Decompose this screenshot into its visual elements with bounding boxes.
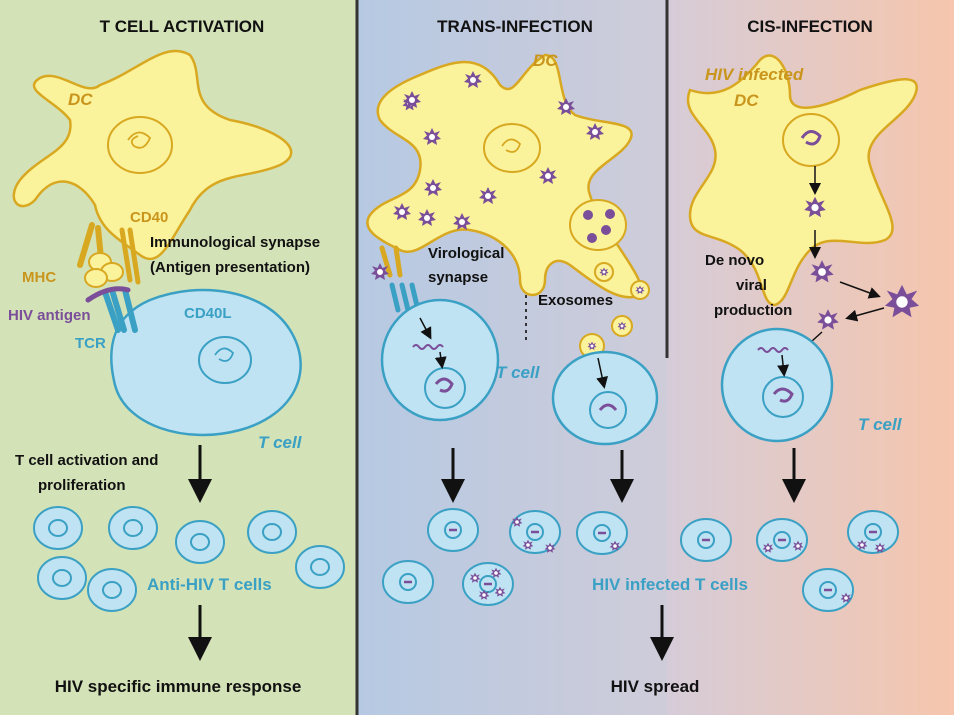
dc-label-trans: DC	[533, 51, 558, 70]
spread-outcome: HIV spread	[611, 677, 700, 696]
cd40-receptor	[119, 227, 141, 285]
cis-title: CIS-INFECTION	[747, 17, 873, 36]
tcr-receptor	[102, 287, 138, 333]
exosomes-label: Exosomes	[538, 292, 613, 309]
production-label-2: viral	[736, 277, 767, 294]
dc-cell-cis	[686, 54, 918, 307]
dc-nucleus-cis	[782, 113, 840, 167]
cd40l-label: CD40L	[184, 305, 232, 322]
virological-synapse-label-1: Virological	[428, 245, 504, 262]
trans-title: TRANS-INFECTION	[437, 17, 593, 36]
dc-nucleus-trans	[483, 123, 541, 173]
mhc-cluster	[84, 252, 124, 288]
activation-outcome: HIV specific immune response	[55, 677, 302, 696]
tcell-label-activation: T cell	[258, 433, 303, 452]
immunological-synapse-label-1: Immunological synapse	[150, 234, 320, 251]
tcell-nucleus	[198, 336, 252, 384]
infected-label: HIV infected T cells	[592, 575, 748, 594]
activation-title: T CELL ACTIVATION	[100, 17, 265, 36]
exosome-vesicles	[569, 199, 627, 251]
hiv-antigen-label: HIV antigen	[8, 307, 91, 324]
production-label-1: De novo	[705, 252, 764, 269]
immunological-synapse-label-2: (Antigen presentation)	[150, 259, 310, 276]
tcell-label-trans: T cell	[496, 363, 541, 382]
tcell-label-cis: T cell	[858, 415, 903, 434]
hiv-antigen-shape	[85, 286, 131, 303]
dc-chromatin	[127, 131, 152, 149]
activation-process-label-2: proliferation	[38, 477, 126, 494]
tcr-label: TCR	[75, 335, 106, 352]
dc-label-cis-1: HIV infected	[705, 65, 804, 84]
mhc-label: MHC	[22, 269, 56, 286]
dc-label-cis-2: DC	[734, 91, 759, 110]
activation-process-label-1: T cell activation and	[15, 452, 158, 469]
virological-synapse-label-2: synapse	[428, 269, 488, 286]
dc-nucleus	[107, 116, 173, 174]
cd40-label: CD40	[130, 209, 168, 226]
production-label-3: production	[714, 302, 792, 319]
anti-hiv-label: Anti-HIV T cells	[147, 575, 272, 594]
dc-label-activation: DC	[68, 90, 93, 109]
